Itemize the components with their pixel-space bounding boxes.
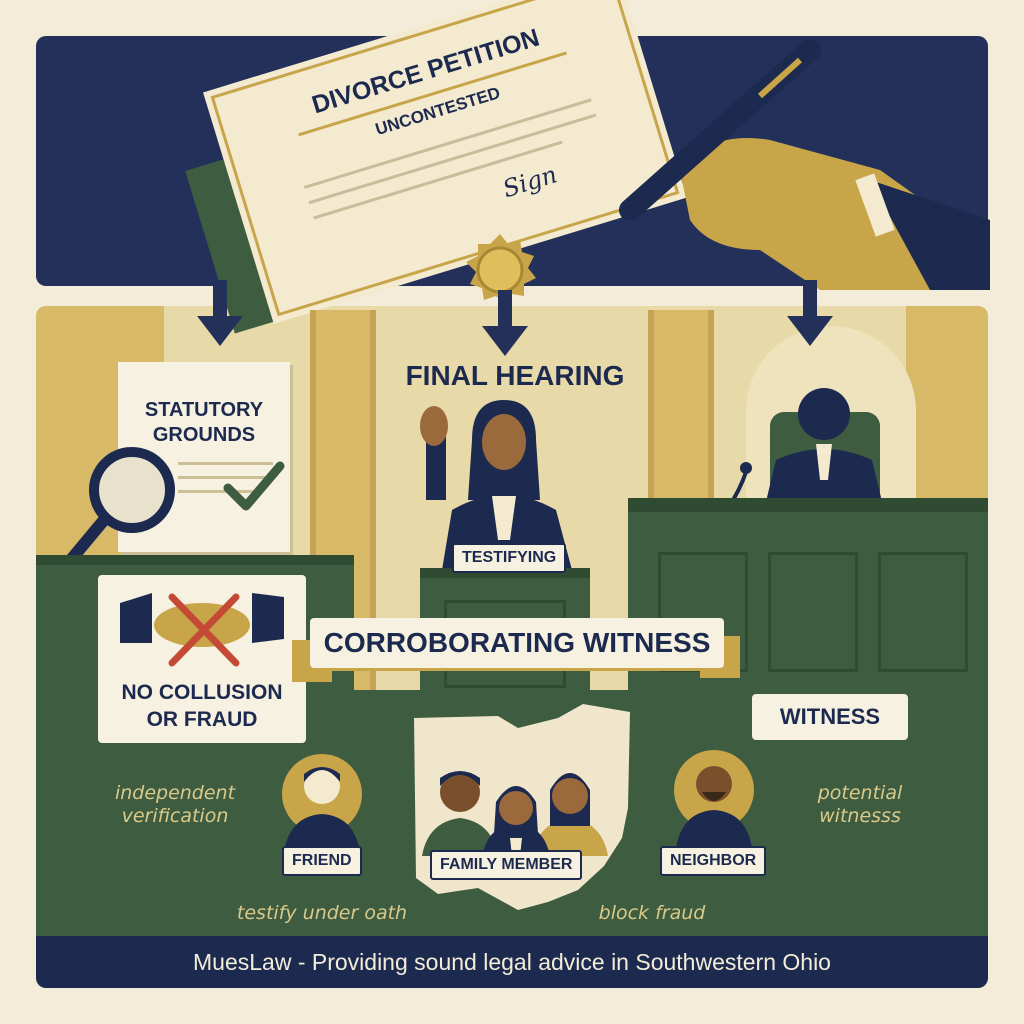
caption-potential: potential witnesss	[817, 782, 903, 827]
magnifier-icon	[48, 447, 175, 586]
caption-fraud: block fraud	[598, 902, 706, 924]
no-collusion-label: NO COLLUSION OR FRAUD	[121, 681, 283, 731]
arrow-down-icon	[787, 280, 833, 346]
pen-icon	[619, 40, 821, 220]
checkmark-icon	[223, 461, 285, 511]
handshake-icon	[120, 593, 284, 667]
footer-text: MuesLaw - Providing sound legal advice i…	[193, 948, 831, 975]
caption-oath: testify under oath	[236, 902, 408, 924]
witness-neighbor: NEIGHBOR	[660, 846, 767, 876]
footer-bar: MuesLaw - Providing sound legal advice i…	[36, 936, 988, 988]
friend-avatar	[282, 754, 362, 852]
family-avatar	[422, 771, 608, 856]
caption-independent: independent verification	[114, 782, 236, 827]
witness-family: FAMILY MEMBER	[430, 850, 583, 880]
arrow-down-icon	[482, 290, 528, 356]
witness-label: WITNESS	[752, 694, 908, 740]
judge	[764, 388, 884, 510]
statutory-grounds-label: STATUTORY GROUNDS	[144, 399, 264, 446]
hearing-title: FINAL HEARING	[405, 360, 625, 391]
seal-icon	[466, 234, 536, 304]
signing-hand	[680, 138, 990, 290]
testifying-label: TESTIFYING	[452, 543, 567, 573]
neighbor-avatar	[674, 750, 754, 848]
signature: Sign	[499, 160, 561, 204]
arrow-down-icon	[197, 280, 243, 346]
no-collusion-card: NO COLLUSION OR FRAUD	[98, 575, 306, 743]
witness-friend: FRIEND	[282, 846, 362, 876]
corroborating-banner: CORROBORATING WITNESS	[310, 618, 724, 668]
